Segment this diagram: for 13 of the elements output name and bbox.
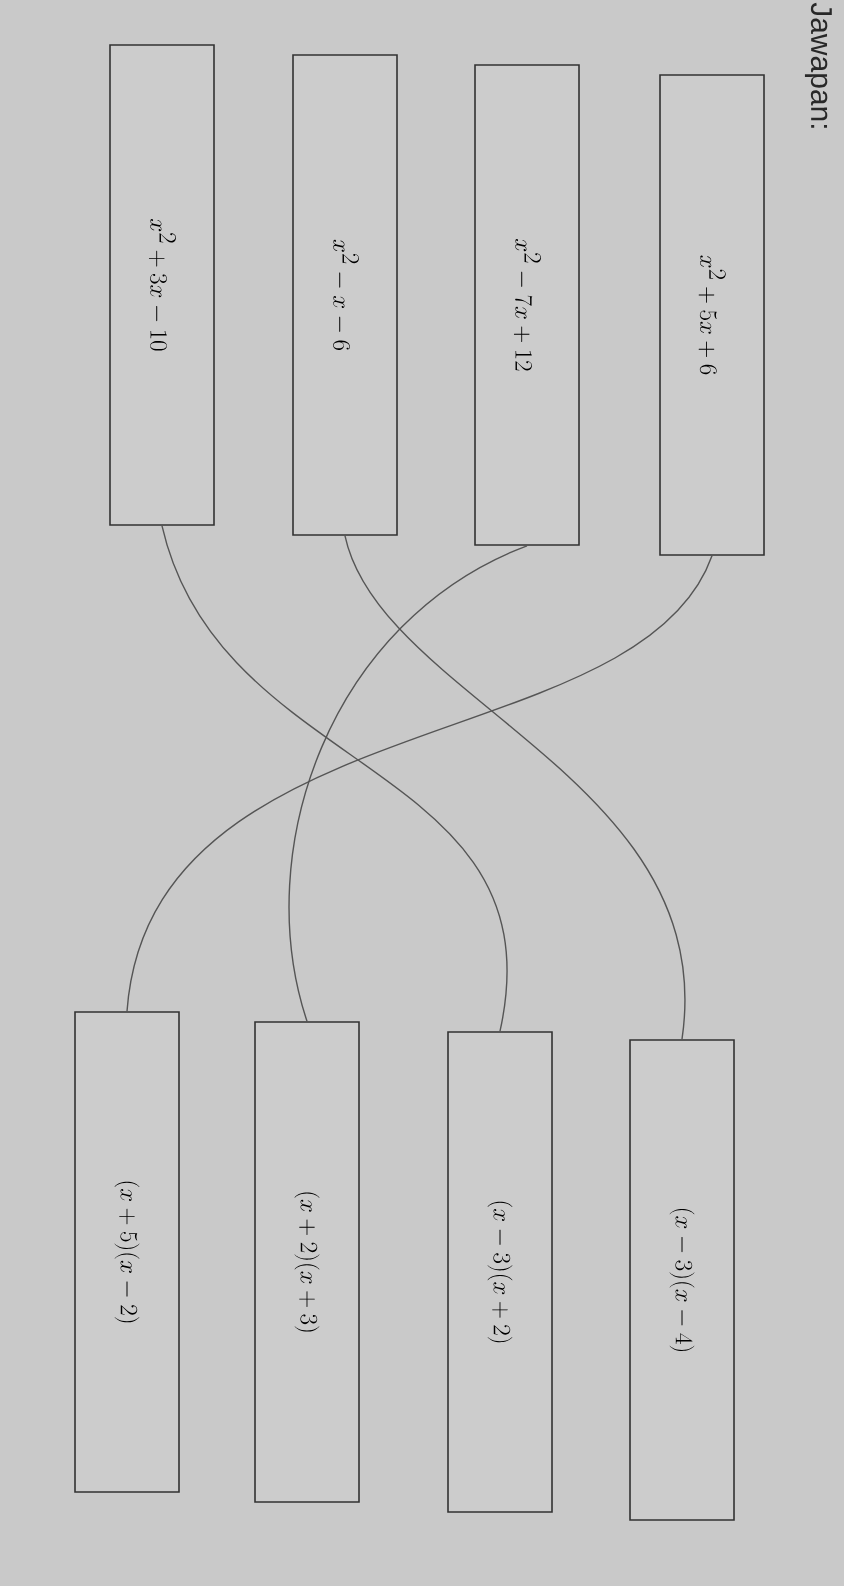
expression-box: $x^2 + 5x + 6$: [659, 74, 765, 556]
expression-box: $x^2 + 3x - 10$: [109, 44, 215, 526]
connecting-line: [161, 525, 508, 1032]
expression-box: $(x - 3)(x - 4)$: [629, 1039, 735, 1521]
connecting-line: [126, 555, 713, 1012]
expression-box: $x^2 - 7x + 12$: [474, 64, 580, 546]
connecting-line: [288, 545, 528, 1022]
connecting-line: [344, 535, 685, 1040]
expression-box: $x^2 - x - 6$: [292, 54, 398, 536]
title: Jawapan:: [804, 2, 832, 128]
expression-box: $(x - 3)(x + 2)$: [447, 1031, 553, 1513]
expression-box: $(x + 2)(x + 3)$: [254, 1021, 360, 1503]
expression-box: $(x + 5)(x - 2)$: [74, 1011, 180, 1493]
